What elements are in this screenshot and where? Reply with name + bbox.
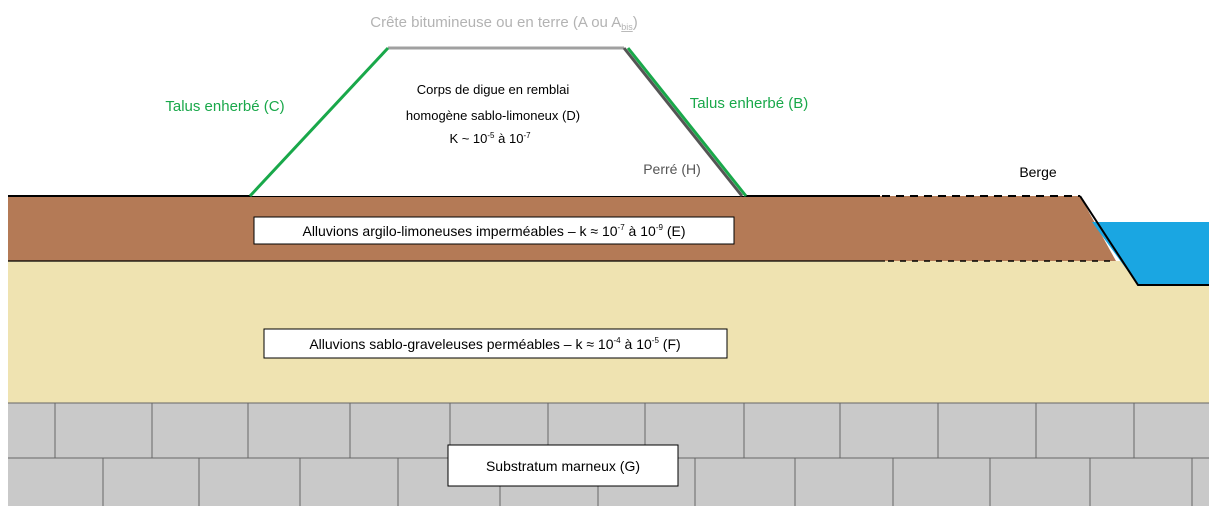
perre-label: Perré (H) [643,161,701,177]
perre-riprap [622,47,744,197]
talus-c-slope [248,46,390,198]
river-water [1092,222,1209,285]
layer-e-label: Alluvions argilo-limoneuses imperméables… [302,223,685,239]
bank-slope-line [1079,195,1209,286]
talus-c-label: Talus enherbé (C) [165,98,284,115]
berge-label: Berge [1019,164,1057,180]
layer-g-label-box [447,444,679,487]
layer-f-label-box [263,328,728,359]
layer-f-label: Alluvions sablo-graveleuses perméables –… [309,336,680,352]
talus-b-slope [626,47,748,197]
dike-body-permeability: K ~ 10-5 à 10-7 [449,131,531,146]
layer-g-label: Substratum marneux (G) [486,458,640,474]
dike-body [250,48,746,196]
dike-body-label-line1: Corps de digue en remblai [417,82,570,97]
crest-label-subscript: bis [621,22,633,32]
layer-e-label-box [253,216,735,245]
talus-b-label: Talus enherbé (B) [690,95,808,112]
dike-body-label-line2: homogène sablo-limoneux (D) [406,108,580,123]
crest-label: Crête bitumineuse ou en terre (A ou Abis… [370,14,638,32]
